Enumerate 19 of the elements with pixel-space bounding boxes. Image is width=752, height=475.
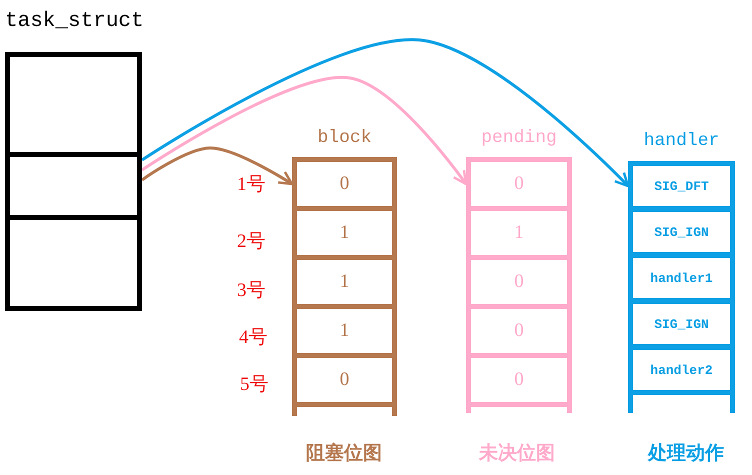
curved-arrow [141,76,468,186]
table-column [292,128,397,416]
curved-arrow [141,38,630,188]
signal-number: 4号 [239,326,268,350]
signal-number: 3号 [237,279,266,303]
table-column [466,128,572,413]
column-heading: pending [480,128,558,148]
table-column [628,131,735,413]
column-heading: block [316,128,372,148]
signal-number: 1号 [237,173,266,197]
column-caption: 阻塞位图 [306,441,382,466]
column-heading: handler [642,131,720,151]
column-heading: task_struct [5,10,142,33]
signal-number: 5号 [240,373,268,397]
signal-number: 2号 [237,230,266,254]
table-column [5,10,142,311]
column-caption: 处理动作 [648,441,724,466]
curved-arrow [141,146,294,186]
column-caption: 未决位图 [479,441,555,466]
